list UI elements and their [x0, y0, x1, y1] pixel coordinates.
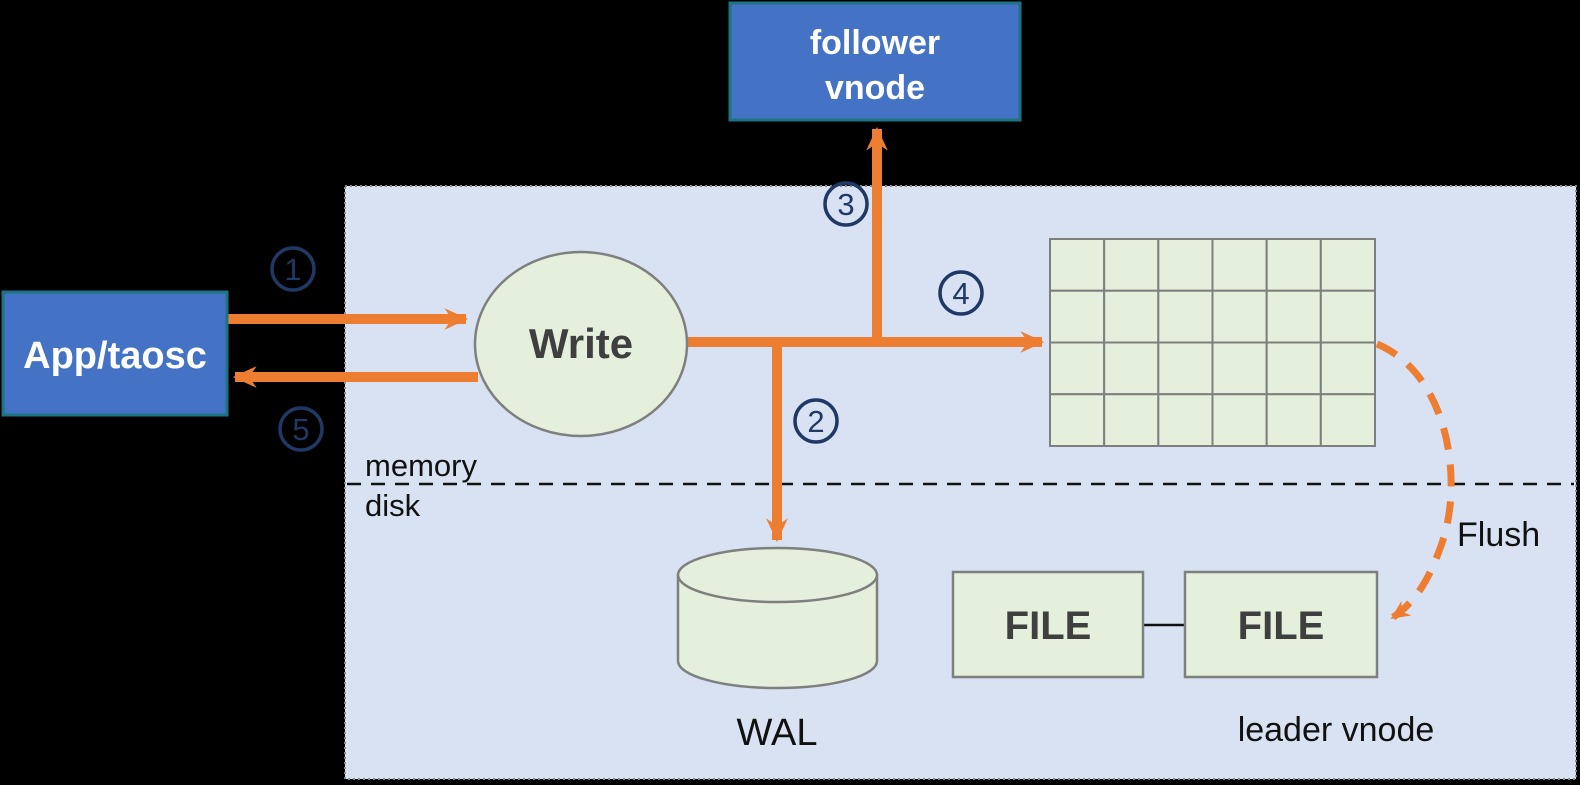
wal-label: WAL: [737, 712, 818, 754]
file-left-node: FILE: [951, 570, 1145, 679]
step-1-circle: [270, 246, 316, 292]
step-5-circle: [278, 406, 324, 452]
write-label: Write: [529, 320, 633, 367]
mem-table-cell: [1319, 289, 1376, 344]
mem-table-cell: [1211, 393, 1268, 447]
step-5-number: 5: [292, 412, 309, 447]
mem-table-cell: [1157, 289, 1214, 344]
write-node: Write: [473, 250, 689, 438]
flush-dashed-arrow: [1375, 340, 1455, 621]
disk-layer-label: disk: [365, 488, 421, 523]
file-right-box: [1183, 570, 1379, 679]
follower-vnode-box: [728, 1, 1022, 122]
step-1-number: 1: [284, 252, 301, 287]
mem-table-cell: [1319, 393, 1376, 447]
flush-label: Flush: [1457, 516, 1540, 554]
mem-table-cell: [1157, 341, 1214, 396]
follower-vnode-label-line2: vnode: [825, 69, 925, 107]
app-taosc-box: [1, 290, 229, 417]
mem-table-cell: [1265, 393, 1322, 447]
step-badge-4: 4: [938, 270, 984, 316]
step-badge-1: 1: [270, 246, 316, 292]
wal-node: WAL: [676, 546, 879, 754]
wal-cylinder-body: [676, 573, 879, 690]
step-2-number: 2: [807, 404, 824, 439]
file-right-node: FILE: [1183, 570, 1379, 679]
mem-table-cell: [1319, 238, 1376, 292]
write-circle: [473, 250, 689, 438]
app-taosc-label: App/taosc: [23, 335, 207, 377]
mem-table-cell: [1211, 289, 1268, 344]
mem-table-cell: [1103, 238, 1160, 292]
mem-table-cell: [1103, 393, 1160, 447]
file-right-label: FILE: [1238, 604, 1325, 648]
mem-table-cell: [1049, 238, 1106, 292]
mem-table-cell: [1265, 289, 1322, 344]
mem-table-cell: [1211, 238, 1268, 292]
mem-table-cell: [1265, 341, 1322, 396]
memory-layer-label: memory: [365, 448, 477, 483]
step-badge-2: 2: [793, 398, 839, 444]
step-3-circle: [823, 181, 869, 227]
file-left-box: [951, 570, 1145, 679]
mem-table-cell: [1049, 341, 1106, 396]
mem-table-cell: [1103, 341, 1160, 396]
mem-table-cell: [1103, 289, 1160, 344]
mem-table-cell: [1049, 393, 1106, 447]
follower-vnode-label-line1: follower: [810, 24, 940, 62]
mem-table-cell: [1157, 393, 1214, 447]
mem-table-cell: [1049, 289, 1106, 344]
mem-table-cell: [1265, 238, 1322, 292]
step-4-number: 4: [952, 276, 969, 311]
step-4-circle: [938, 270, 984, 316]
file-left-label: FILE: [1005, 604, 1092, 648]
wal-cylinder-top: [676, 546, 879, 604]
app-taosc-node: App/taosc: [1, 290, 229, 417]
step-2-circle: [793, 398, 839, 444]
step-badge-5: 5: [278, 406, 324, 452]
leader-vnode-label: leader vnode: [1238, 711, 1435, 749]
step-3-number: 3: [837, 187, 854, 222]
mem-table-cell: [1157, 238, 1214, 292]
step-badge-3: 3: [823, 181, 869, 227]
mem-table-cell: [1211, 341, 1268, 396]
mem-table-cell: [1319, 341, 1376, 396]
mem-table-grid: [1049, 238, 1376, 447]
follower-vnode-node: follower vnode: [728, 1, 1022, 122]
